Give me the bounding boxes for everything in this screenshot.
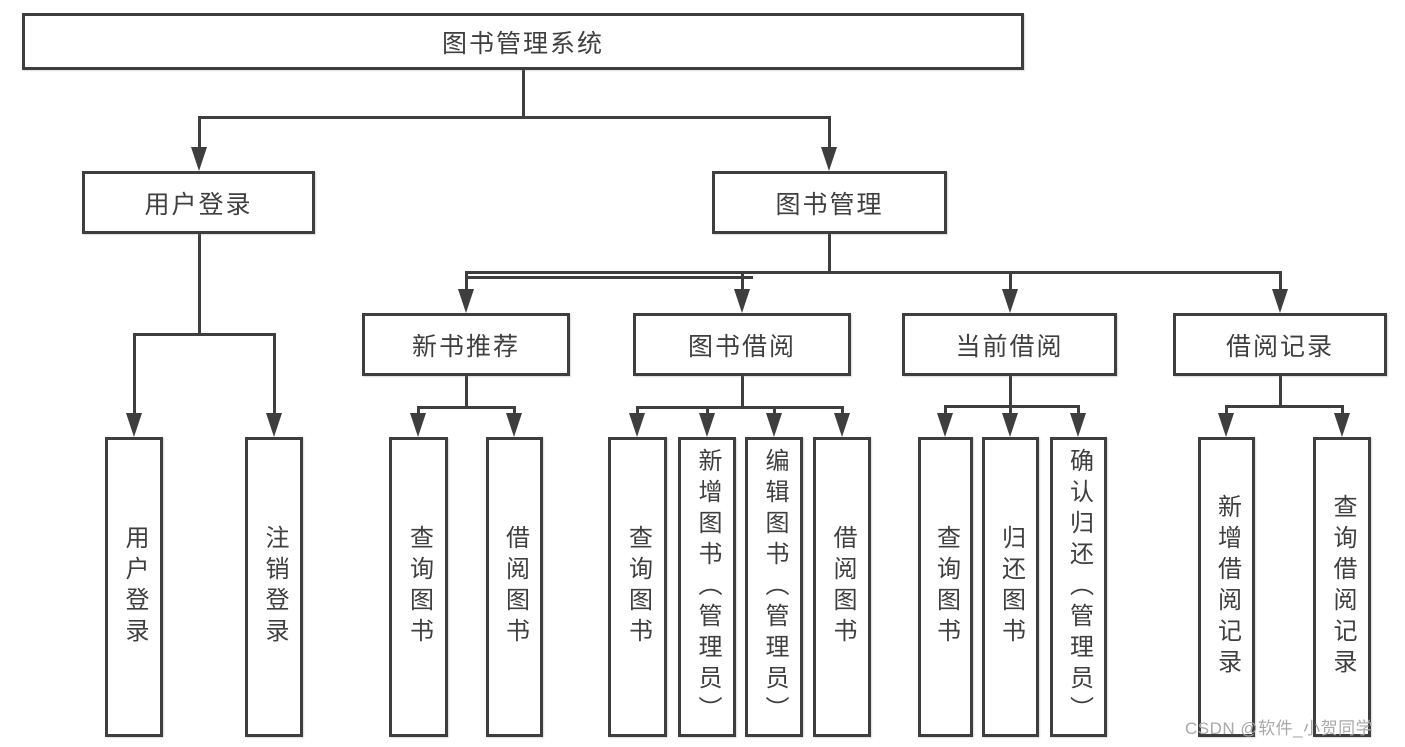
arrowhead-icon bbox=[734, 289, 750, 313]
node-book-borrowing: 图书借阅 bbox=[633, 313, 851, 376]
leaf-query-books-recommend-label: 查询图书 bbox=[405, 525, 433, 649]
arrowhead-icon bbox=[629, 413, 645, 437]
arrowhead-icon bbox=[937, 413, 953, 437]
leaf-query-borrow-record: 查询借阅记录 bbox=[1313, 437, 1371, 737]
leaf-confirm-return-admin-label: 确认归还（管理员） bbox=[1065, 447, 1093, 727]
node-borrowing-records: 借阅记录 bbox=[1173, 313, 1387, 376]
connector-line bbox=[197, 234, 201, 336]
connector-line bbox=[705, 407, 709, 415]
node-current-borrowing: 当前借阅 bbox=[902, 313, 1117, 376]
node-root-label: 图书管理系统 bbox=[441, 29, 604, 58]
connector-line bbox=[772, 407, 776, 415]
connector-line bbox=[1224, 406, 1228, 415]
connector-line bbox=[464, 275, 753, 279]
leaf-query-books-current: 查询图书 bbox=[918, 437, 973, 737]
leaf-edit-books-admin: 编辑图书（管理员） bbox=[745, 437, 803, 737]
leaf-add-books-admin: 新增图书（管理员） bbox=[678, 437, 736, 737]
leaf-add-books-admin-label: 新增图书（管理员） bbox=[694, 447, 721, 727]
leaf-add-borrow-record-label: 新增借阅记录 bbox=[1213, 494, 1241, 680]
leaf-return-books-label: 归还图书 bbox=[997, 525, 1025, 649]
arrowhead-icon bbox=[126, 413, 142, 437]
arrowhead-icon bbox=[506, 413, 522, 437]
node-new-book-recommendation: 新书推荐 bbox=[362, 313, 570, 376]
node-book-management-label: 图书管理 bbox=[775, 190, 884, 219]
leaf-borrow-books-recommend-label: 借阅图书 bbox=[501, 525, 529, 649]
leaf-query-books-borrowing-label: 查询图书 bbox=[624, 525, 652, 649]
leaf-query-books-recommend: 查询图书 bbox=[389, 437, 448, 737]
leaf-user-login-label: 用户登录 bbox=[121, 525, 148, 649]
connector-line bbox=[132, 334, 136, 415]
node-user-login: 用户登录 bbox=[82, 171, 315, 234]
connector-line bbox=[512, 407, 516, 415]
connector-line bbox=[1008, 272, 1012, 291]
node-book-management: 图书管理 bbox=[712, 171, 947, 234]
leaf-query-books-current-label: 查询图书 bbox=[932, 525, 960, 649]
node-current-borrowing-label: 当前借阅 bbox=[955, 332, 1064, 361]
connector-line bbox=[197, 115, 831, 119]
arrowhead-icon bbox=[266, 413, 282, 437]
connector-line bbox=[1008, 406, 1012, 415]
arrowhead-icon bbox=[1070, 413, 1086, 437]
leaf-borrow-books-borrowing: 借阅图书 bbox=[813, 437, 871, 737]
arrowhead-icon bbox=[458, 289, 474, 313]
arrowhead-icon bbox=[1002, 413, 1018, 437]
connector-line bbox=[132, 332, 276, 336]
arrowhead-icon bbox=[766, 413, 782, 437]
connector-line bbox=[464, 270, 1282, 274]
connector-line bbox=[1076, 406, 1080, 415]
connector-line bbox=[464, 376, 468, 409]
node-user-login-label: 用户登录 bbox=[144, 190, 253, 219]
leaf-query-borrow-record-label: 查询借阅记录 bbox=[1329, 494, 1356, 680]
connector-line bbox=[740, 376, 744, 409]
connector-line bbox=[840, 407, 844, 415]
connector-line bbox=[827, 117, 831, 149]
connector-line bbox=[197, 117, 201, 149]
connector-line bbox=[1340, 406, 1344, 415]
arrowhead-icon bbox=[699, 413, 715, 437]
connector-line bbox=[1224, 404, 1344, 408]
connector-line bbox=[1278, 272, 1282, 291]
arrowhead-icon bbox=[410, 413, 426, 437]
node-new-book-recommendation-label: 新书推荐 bbox=[411, 332, 520, 361]
watermark: CSDN @软件_小贺同学 bbox=[1185, 719, 1374, 738]
connector-line bbox=[635, 407, 639, 415]
leaf-borrow-books-borrowing-label: 借阅图书 bbox=[829, 525, 856, 649]
connector-line bbox=[827, 234, 831, 274]
leaf-query-books-borrowing: 查询图书 bbox=[608, 437, 667, 737]
leaf-add-borrow-record: 新增借阅记录 bbox=[1198, 437, 1255, 737]
arrowhead-icon bbox=[1002, 289, 1018, 313]
leaf-logout-login: 注销登录 bbox=[245, 437, 303, 737]
connector-line bbox=[943, 406, 947, 415]
connector-line bbox=[1008, 376, 1012, 408]
connector-line bbox=[464, 272, 468, 291]
connector-line bbox=[416, 405, 516, 409]
leaf-confirm-return-admin: 确认归还（管理员） bbox=[1050, 437, 1107, 737]
leaf-return-books: 归还图书 bbox=[982, 437, 1039, 737]
arrowhead-icon bbox=[1334, 413, 1350, 437]
connector-line bbox=[521, 70, 525, 119]
leaf-user-login: 用户登录 bbox=[105, 437, 163, 737]
node-borrowing-records-label: 借阅记录 bbox=[1225, 332, 1334, 361]
connector-line bbox=[416, 407, 420, 415]
arrowhead-icon bbox=[1272, 289, 1288, 313]
leaf-borrow-books-recommend: 借阅图书 bbox=[486, 437, 543, 737]
node-root: 图书管理系统 bbox=[22, 13, 1024, 70]
leaf-logout-login-label: 注销登录 bbox=[261, 525, 288, 649]
arrowhead-icon bbox=[191, 147, 207, 171]
arrowhead-icon bbox=[834, 413, 850, 437]
arrowhead-icon bbox=[1218, 413, 1234, 437]
node-book-borrowing-label: 图书借阅 bbox=[687, 332, 796, 361]
connector-line bbox=[1278, 376, 1282, 408]
connector-line bbox=[740, 272, 744, 291]
connector-line bbox=[943, 404, 1080, 408]
connector-line bbox=[635, 405, 844, 409]
leaf-edit-books-admin-label: 编辑图书（管理员） bbox=[761, 447, 788, 727]
connector-line bbox=[272, 334, 276, 415]
arrowhead-icon bbox=[821, 147, 837, 171]
